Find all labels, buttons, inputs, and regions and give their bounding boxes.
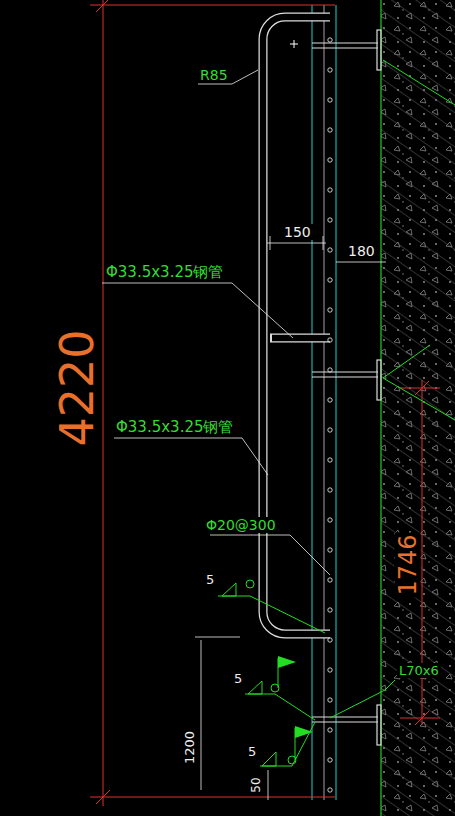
wall-brackets <box>312 30 381 745</box>
angle-steel-spec: L70x6 <box>397 663 441 678</box>
dimension-value: 4220 <box>53 327 101 448</box>
rebar-spec: Φ20@300 <box>204 517 278 533</box>
weld-size: 5 <box>204 572 216 587</box>
concrete-wall <box>381 0 455 816</box>
dimension-value: 1746 <box>395 532 421 597</box>
strut-tube <box>270 334 330 343</box>
rung-bars <box>328 38 332 792</box>
weld-size: 5 <box>232 671 244 686</box>
weld-size: 5 <box>246 744 258 759</box>
wall-face <box>380 0 381 816</box>
dimension-value: 180 <box>346 243 377 259</box>
dimension-lines <box>90 0 440 806</box>
radius-label: R85 <box>198 67 230 83</box>
column-line <box>336 5 337 800</box>
dimension-value: 1200 <box>183 728 198 765</box>
pipe-spec: Φ33.5x3.25钢管 <box>104 264 225 281</box>
dimension-lines <box>195 236 386 800</box>
ladder-stile <box>324 5 325 800</box>
weld-symbols <box>218 60 455 766</box>
pipe-spec: Φ33.5x3.25钢管 <box>114 419 235 436</box>
dimension-value: 50 <box>249 775 263 794</box>
weld-flags <box>278 656 313 738</box>
column-line <box>312 5 313 800</box>
leader-lines <box>102 70 330 575</box>
dimension-value: 150 <box>282 224 313 240</box>
wall-hatch <box>381 0 455 816</box>
